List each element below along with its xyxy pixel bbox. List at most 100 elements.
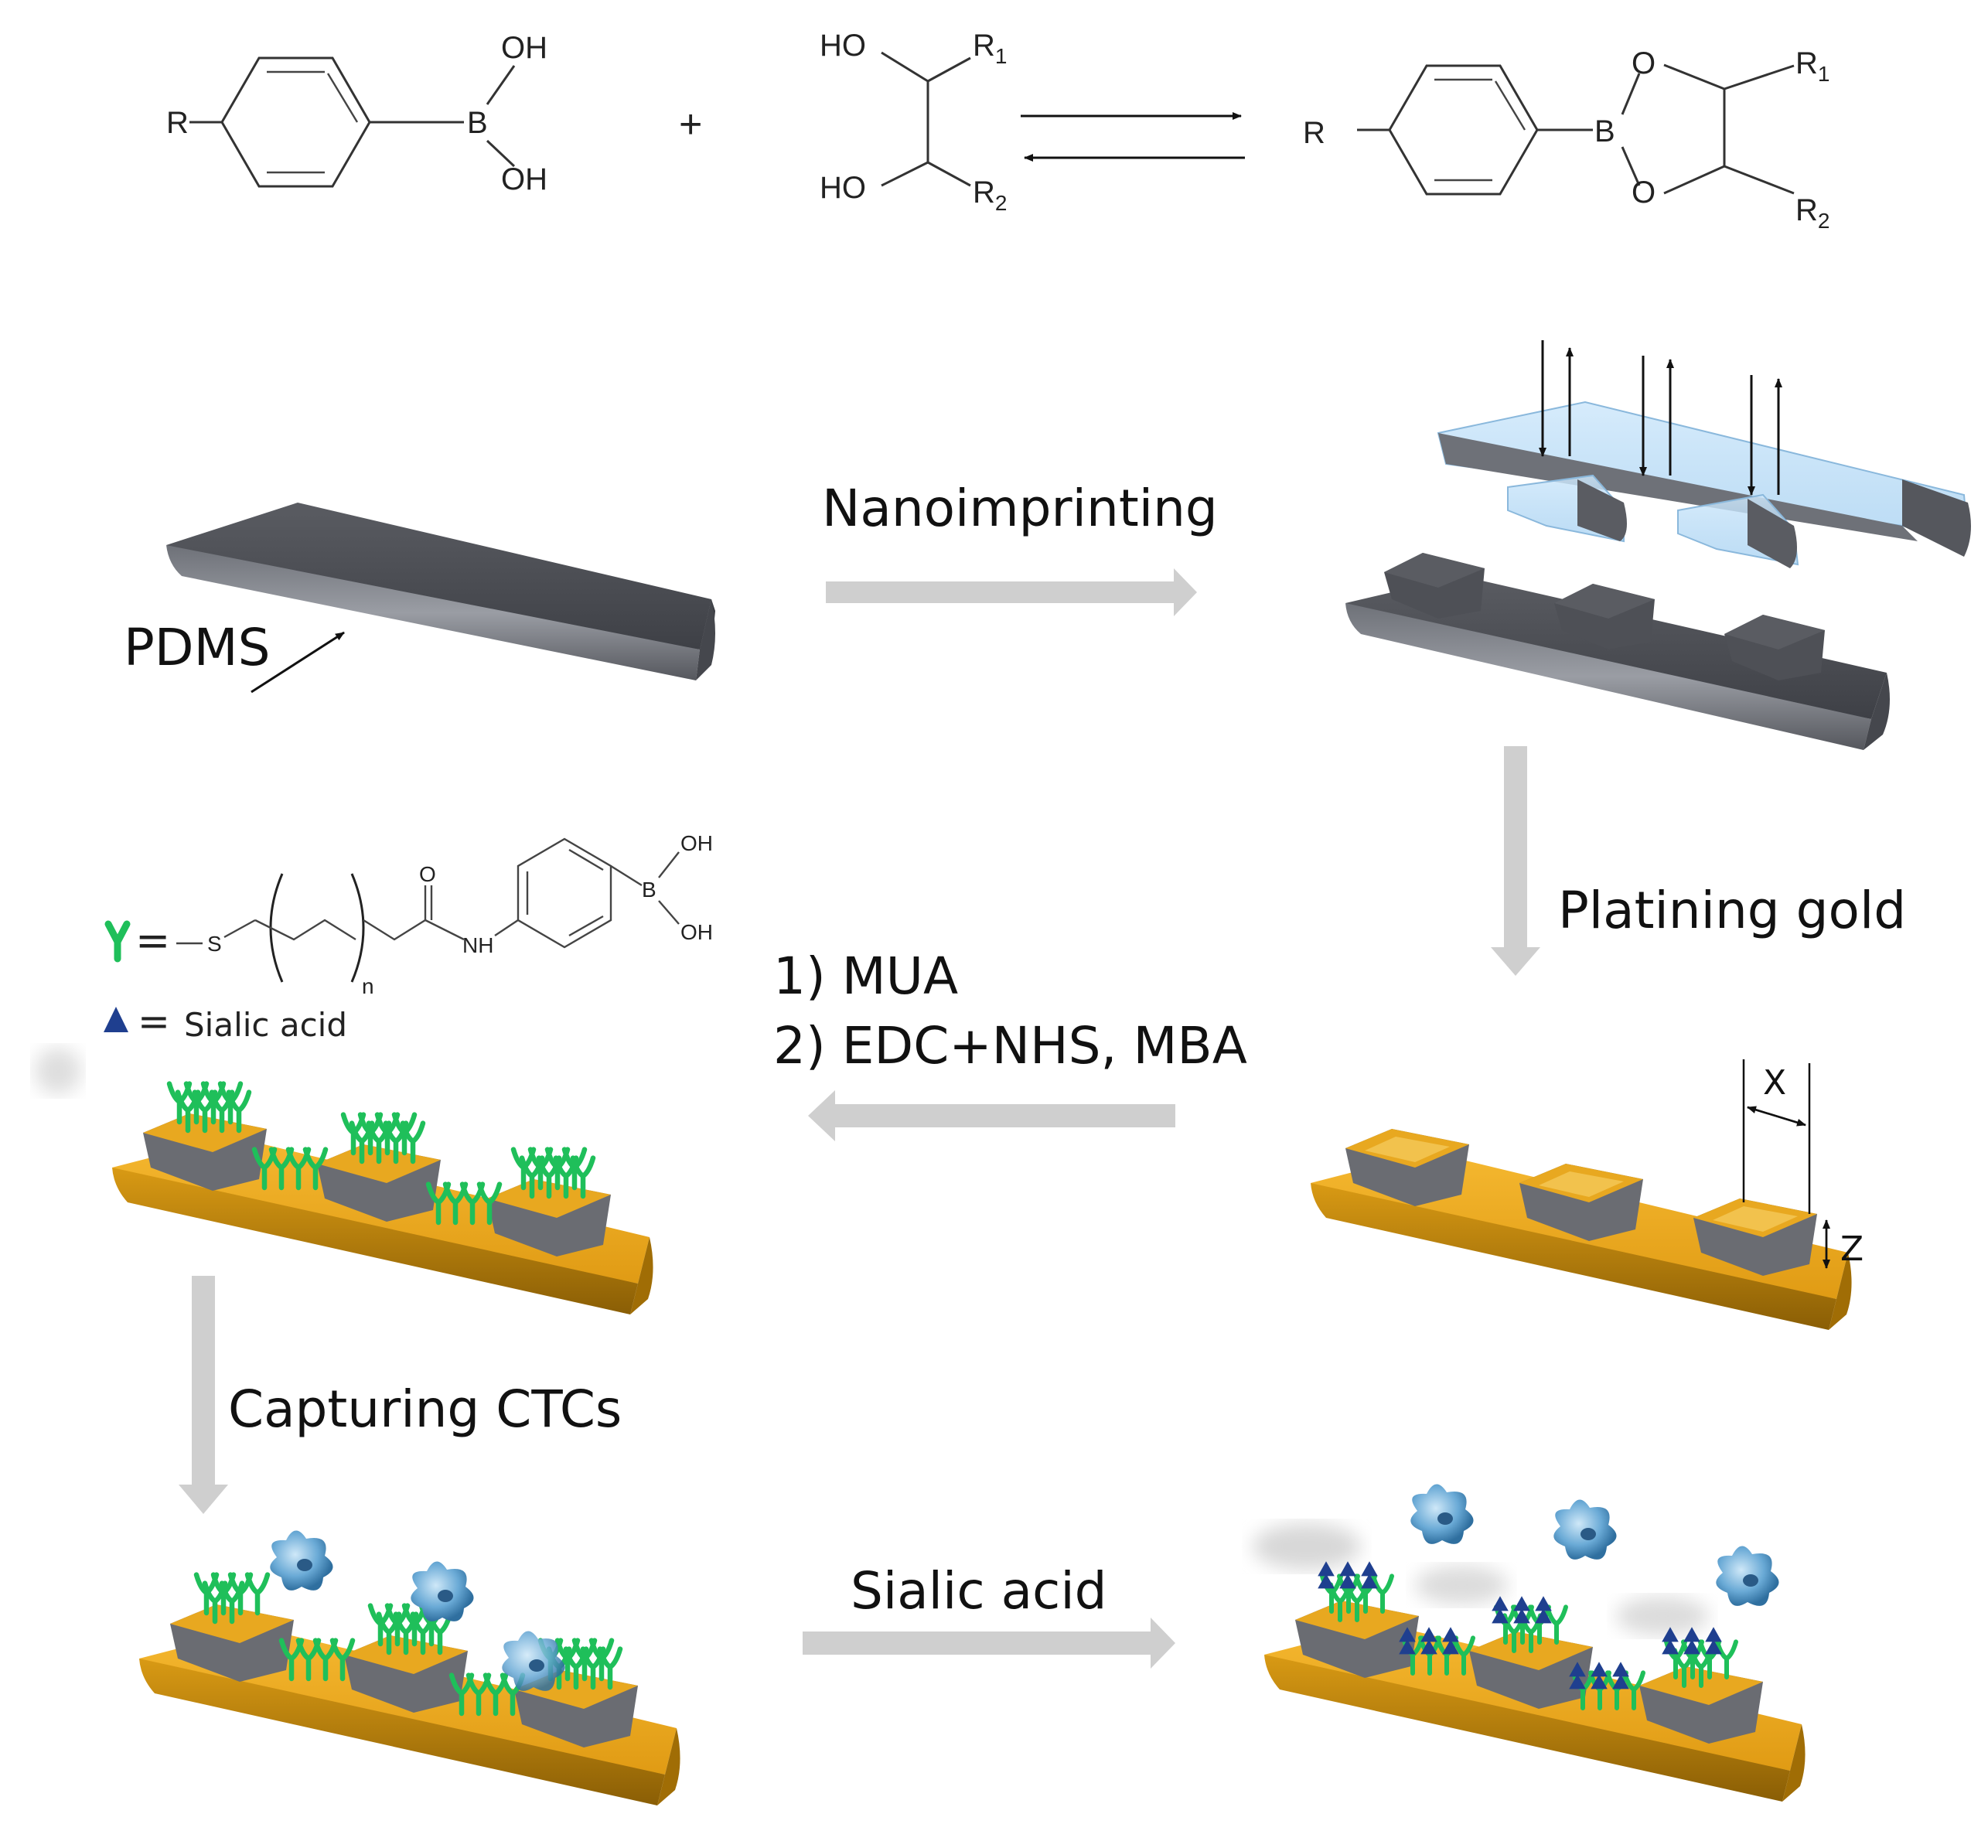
ligand-mark — [1452, 1635, 1475, 1676]
hydroxyl-bottom-label: HO — [820, 171, 866, 205]
ligand-mark — [1435, 1635, 1458, 1676]
functionalized-substrate — [112, 1081, 653, 1314]
sialic-acid-mark — [1420, 1639, 1437, 1655]
dimension-z-label: Z — [1840, 1229, 1864, 1269]
pdms-pointer-arrow — [251, 631, 345, 694]
gold-wells — [1345, 1129, 1817, 1276]
captured-cells — [270, 1530, 565, 1691]
release-arrow — [803, 1618, 1175, 1669]
sialic-acid-mark — [1591, 1662, 1608, 1677]
nanoimprinting-label: Nanoimprinting — [822, 479, 1218, 538]
sialic-acid-mark — [1569, 1674, 1586, 1689]
sialic-acid-mark — [1399, 1627, 1416, 1642]
sialic-acid-mark — [1513, 1596, 1530, 1611]
ligand-cluster — [193, 1572, 623, 1717]
ligand-mark — [1328, 1582, 1352, 1622]
sialic-acid-mark — [1535, 1608, 1552, 1624]
sialic-acid-cluster — [1318, 1561, 1722, 1689]
r1-label: R1 — [973, 29, 1007, 68]
ligand-mark — [476, 1181, 503, 1226]
ligand-mark — [1545, 1604, 1568, 1645]
ligand-cluster — [1320, 1574, 1738, 1710]
ligand-mark — [1371, 1574, 1394, 1614]
capturing-arrow — [179, 1276, 228, 1514]
ligand-mark — [1605, 1670, 1628, 1710]
r-group-label: R — [166, 106, 189, 140]
released-cells — [1410, 1484, 1779, 1606]
capture-substrate — [139, 1572, 680, 1805]
ligand-mark — [1418, 1635, 1441, 1676]
r2-label: R2 — [1795, 193, 1829, 233]
repeat-n-label: n — [362, 974, 374, 998]
boron-label: B — [1594, 114, 1615, 148]
sialic-acid-mark — [1569, 1662, 1586, 1677]
dimension-x-label: X — [1763, 1063, 1786, 1103]
sialic-acid-mark — [1339, 1574, 1356, 1589]
sialic-acid-mark — [1591, 1674, 1608, 1689]
dimension-marks — [1742, 1059, 1830, 1269]
ligand-mark — [329, 1638, 356, 1682]
ligand-mark — [597, 1646, 623, 1690]
sialic-acid-mark — [1318, 1561, 1335, 1577]
ctc-cell — [1716, 1546, 1779, 1606]
ligand-icon — [104, 920, 131, 963]
functionalize-arrow — [808, 1090, 1175, 1141]
plating-label: Platining gold — [1558, 881, 1906, 940]
hydroxyl-top-label: HO — [820, 29, 866, 63]
hydroxyl-bottom-label: OH — [501, 162, 547, 196]
ligand-mark — [570, 1155, 596, 1199]
ligand-mark — [1715, 1639, 1738, 1679]
sialic-acid-mark — [1612, 1674, 1629, 1689]
ctc-cell — [411, 1561, 474, 1621]
sialic-legend-label: Sialic acid — [184, 1006, 347, 1044]
pdms-label: PDMS — [124, 618, 270, 677]
ligand-mark — [1690, 1648, 1713, 1688]
imprint-motion-arrows — [1539, 340, 1782, 496]
sialic-acid-mark — [1705, 1627, 1722, 1642]
release-label: Sialic acid — [851, 1561, 1107, 1621]
boronate-ester: R B O O R1 R2 — [1303, 46, 1829, 233]
oxygen-top-label: O — [1632, 46, 1656, 80]
linker-oh-top: OH — [680, 831, 713, 855]
ligand-mark — [400, 1120, 426, 1164]
sialic-acid-mark — [1662, 1639, 1679, 1655]
sialic-acid-mark — [1339, 1561, 1356, 1577]
plus-sign: + — [679, 102, 702, 147]
sialic-acid-icon — [104, 1007, 128, 1032]
ligand-mark — [1345, 1582, 1369, 1622]
ligand-mark — [302, 1147, 329, 1191]
legend-sialic: = Sialic acid — [104, 999, 347, 1044]
pdms-posts — [1384, 553, 1825, 680]
plating-arrow — [1491, 746, 1540, 976]
diol: HO HO R1 R2 — [820, 29, 1007, 215]
sialic-acid-mark — [1318, 1574, 1335, 1589]
sialic-acid-mark — [1705, 1639, 1722, 1655]
ligand-mark — [1622, 1670, 1645, 1710]
phenylboronic-acid: R B OH OH — [166, 31, 547, 196]
functionalize-step-2: 2) EDC+NHS, MBA — [773, 1016, 1247, 1076]
ligand-mark — [219, 1580, 245, 1625]
sialic-acid-mark — [1683, 1639, 1700, 1655]
linker-boron-label: B — [642, 878, 656, 902]
reaction-scheme: R B OH OH + HO HO R1 R2 — [166, 29, 1829, 233]
sialic-acid-mark — [1492, 1608, 1509, 1624]
sialic-acid-mark — [1612, 1662, 1629, 1677]
ligand-mark — [1673, 1648, 1696, 1688]
released-substrate — [1253, 1523, 1806, 1802]
legend-linker: = S n O NH B OH OH — [104, 831, 713, 998]
sialic-equals: = — [138, 999, 170, 1044]
nanoimprinting-arrow — [826, 568, 1197, 616]
linker-oh-bottom: OH — [680, 920, 713, 944]
gold-substrate — [1311, 1059, 1852, 1330]
pdms-slab — [166, 503, 715, 680]
sialic-acid-mark — [1683, 1627, 1700, 1642]
ligand-mark — [226, 1089, 252, 1134]
ligand-cluster — [166, 1081, 596, 1226]
oxygen-bottom-label: O — [1632, 176, 1656, 210]
sialic-acid-mark — [1442, 1639, 1459, 1655]
sulfur-label: S — [207, 932, 222, 956]
carbonyl-o-label: O — [419, 862, 436, 886]
hydroxyl-top-label: OH — [501, 31, 547, 65]
amide-nh-label: NH — [462, 933, 493, 957]
